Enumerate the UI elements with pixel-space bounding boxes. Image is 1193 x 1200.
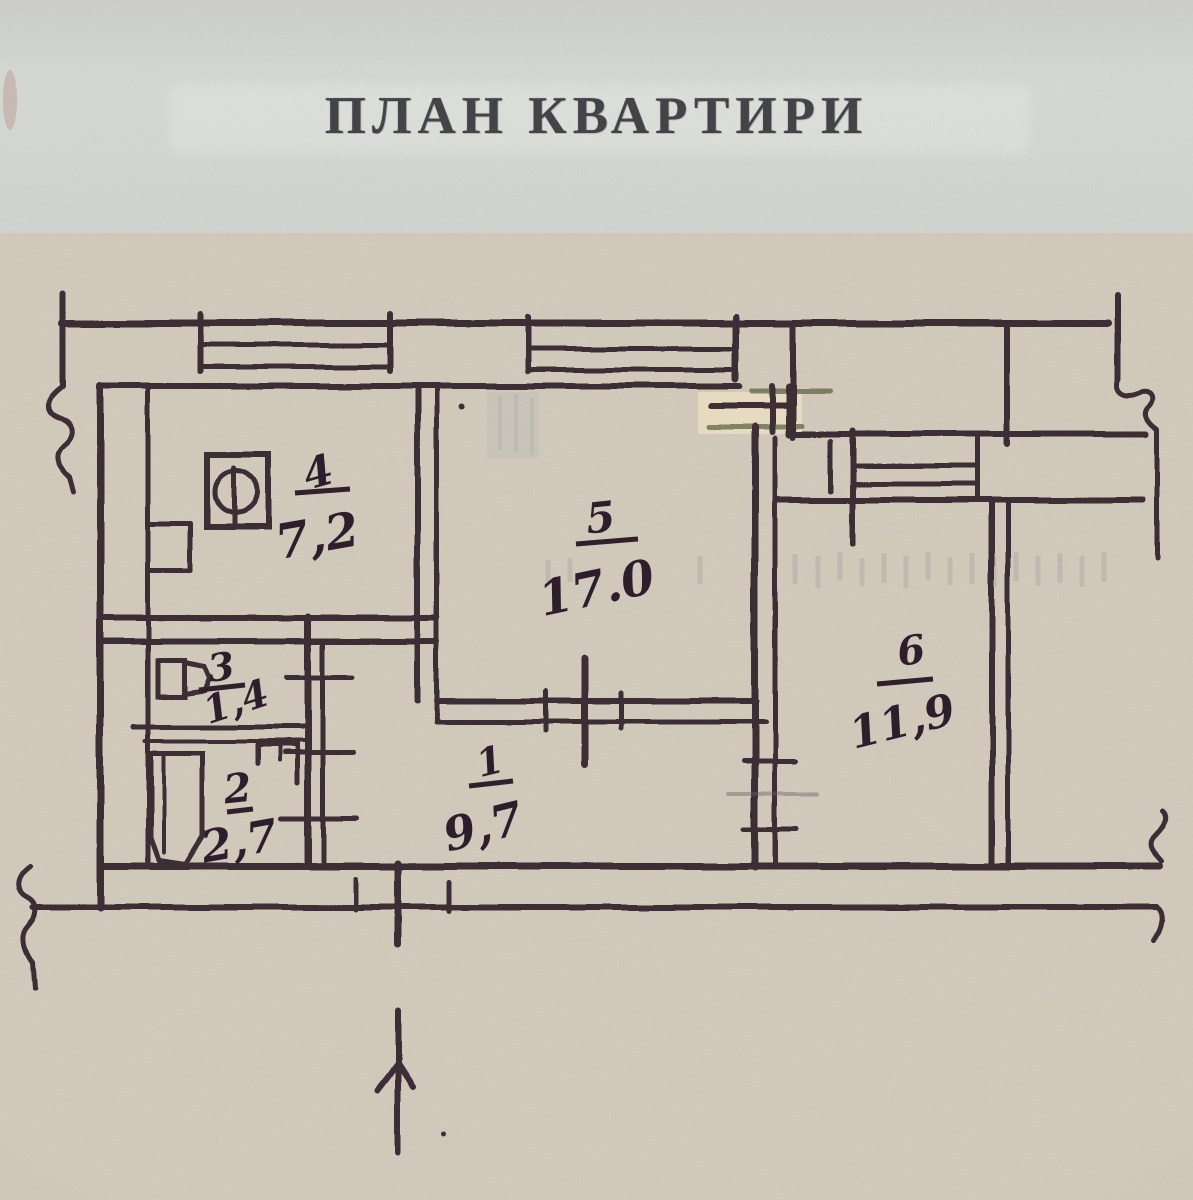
- break-mark-bottom-right-a: [1148, 809, 1169, 864]
- door-room6: [726, 758, 819, 832]
- room-labels: 4 7,2 5 17.0 6 11,9 3 1,4 2: [196, 444, 960, 873]
- break-mark-bottom-left: [15, 863, 38, 991]
- vent-icon: [145, 521, 194, 574]
- window-kitchen: [197, 311, 393, 374]
- break-mark-top-left: [45, 383, 77, 495]
- room-label-3: 3 1,4: [197, 643, 274, 733]
- label-underline: [226, 806, 254, 815]
- stove-icon: [204, 452, 271, 530]
- break-mark-top-right: [1113, 376, 1160, 432]
- room-number: 3: [205, 643, 237, 691]
- ghost-streaks: [498, 394, 534, 455]
- window-room5: [525, 313, 740, 383]
- ghost-text-band: [545, 552, 1107, 588]
- scan-artifacts: [3, 70, 1107, 588]
- ink-fleck: [441, 1131, 447, 1137]
- ink-fleck: [459, 404, 465, 410]
- window-room6: [774, 428, 1146, 547]
- room-label-6: 6 11,9: [844, 625, 960, 759]
- label-underline: [575, 536, 639, 547]
- room-number: 2: [220, 764, 254, 814]
- room-label-2: 2 2,7: [196, 764, 282, 874]
- entrance-door: [352, 859, 452, 948]
- ink-smudge: [3, 70, 17, 130]
- break-mark-bottom-right-b: [1151, 904, 1165, 943]
- label-underline: [198, 682, 246, 693]
- label-underline: [876, 676, 934, 687]
- vent-icon: [254, 742, 300, 786]
- room-number: 6: [894, 625, 928, 675]
- ghost-patch: [487, 392, 539, 458]
- door-room5: [542, 654, 624, 768]
- entrance-arrow: [375, 1007, 416, 1156]
- room-number: 5: [583, 492, 617, 544]
- label-underline: [468, 778, 514, 789]
- ink-drawing: [15, 291, 1169, 1156]
- sink-icon: [155, 657, 212, 700]
- label-underline: [294, 486, 351, 496]
